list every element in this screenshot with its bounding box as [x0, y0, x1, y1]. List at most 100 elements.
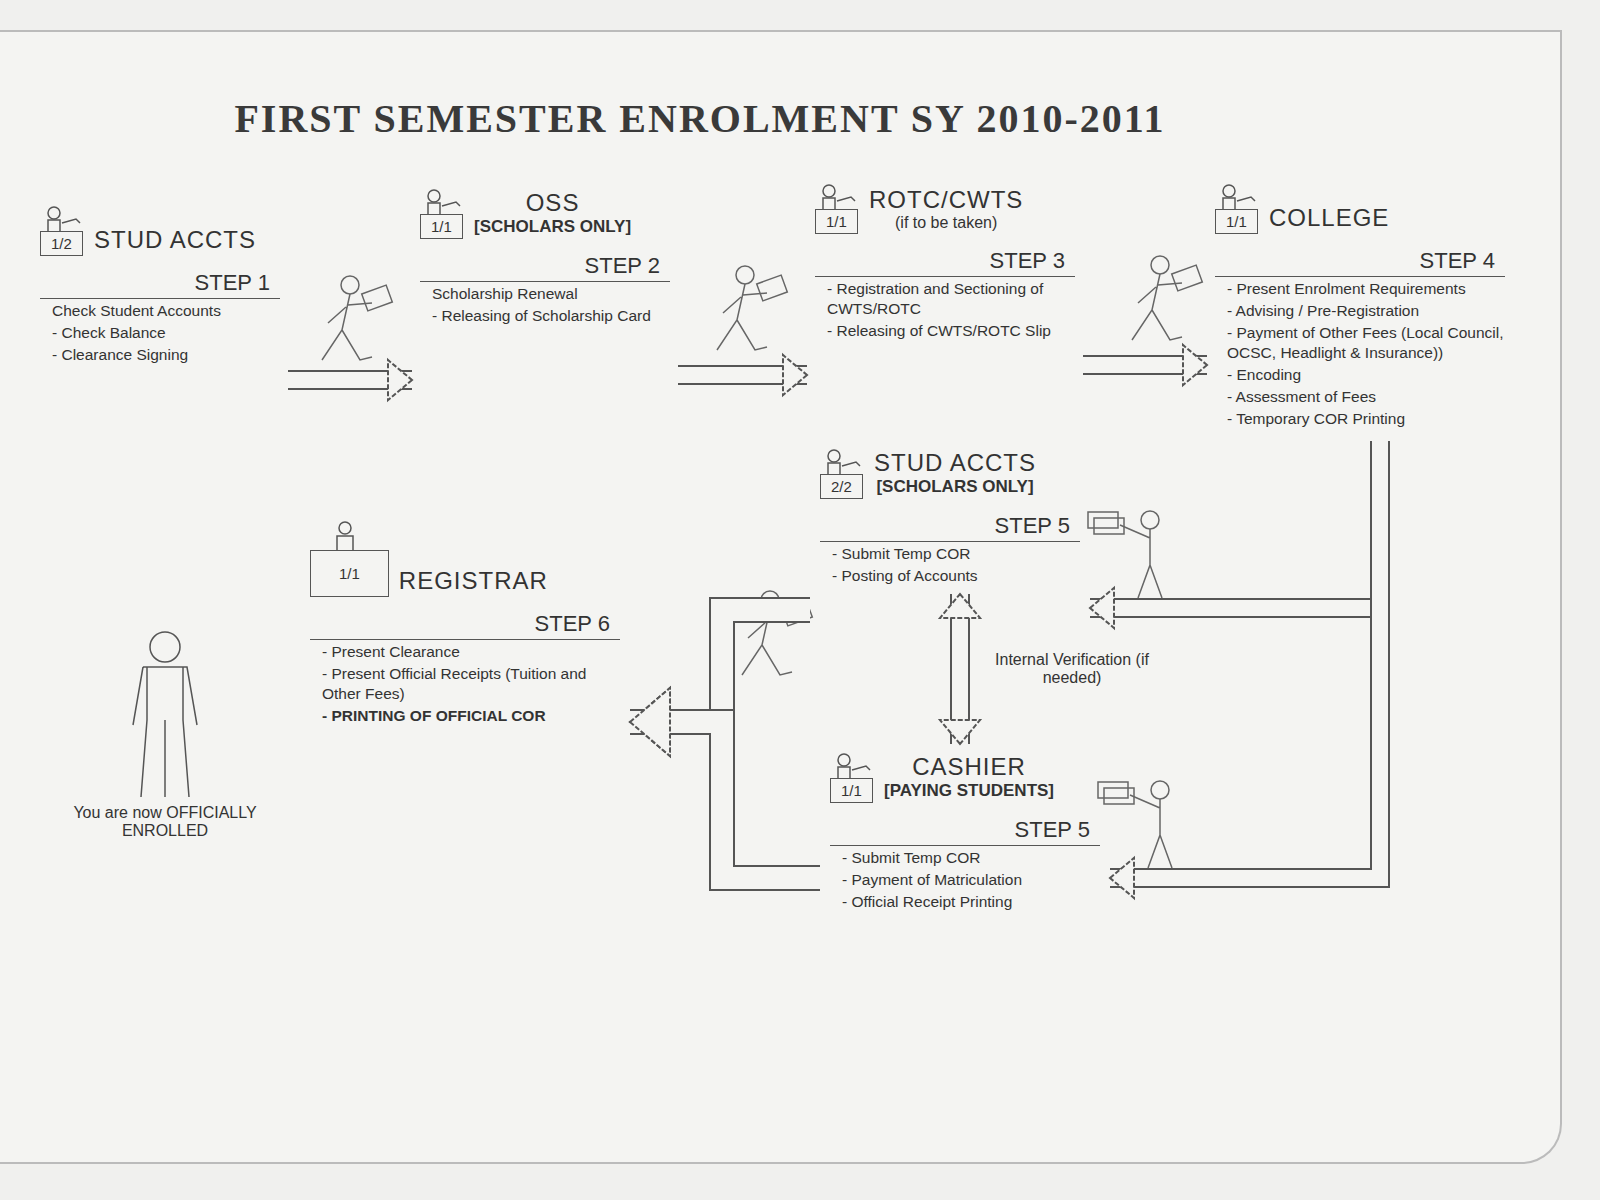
drawing-stroke: [1172, 265, 1203, 291]
desk-icon: 1/1: [815, 183, 859, 234]
drawing-stroke: [1151, 256, 1169, 274]
station-header: 1/1ROTC/CWTS(if to be taken): [815, 183, 1075, 234]
station-heading: REGISTRAR: [399, 567, 548, 597]
station-node: You are now OFFICIALLY ENROLLED: [50, 625, 280, 840]
flow-arrow: [940, 594, 980, 744]
step-task: - Submit Temp COR: [830, 846, 1100, 868]
step-number: STEP 1: [40, 256, 280, 299]
edge-label: Internal Verification (if needed): [982, 651, 1162, 687]
window-count: 1/1: [1215, 209, 1258, 234]
drawing-stroke: [48, 207, 60, 219]
station-node: 1/1 REGISTRARSTEP 6- Present Clearance- P…: [310, 520, 620, 726]
desk-icon: 1/1: [830, 752, 874, 803]
arrow-head: [1183, 345, 1207, 385]
desk-icon: 1/1: [310, 520, 389, 597]
step-task: - Present Enrolment Requirements: [1215, 277, 1505, 299]
drawing-stroke: [428, 190, 440, 202]
arrow-head: [388, 360, 412, 400]
step-task: - Present Clearance: [310, 640, 620, 662]
station-header: 1/1CASHIER[PAYING STUDENTS]: [830, 752, 1100, 803]
step-task: Scholarship Renewal: [420, 282, 670, 304]
flow-arrow: [1083, 345, 1207, 385]
station-header: 1/1OSS[SCHOLARS ONLY]: [420, 188, 670, 239]
drawing-stroke: [1132, 274, 1182, 340]
arrow-shaft-fill: [1090, 441, 1380, 608]
flow-arrow: [630, 688, 820, 878]
window-count: 2/2: [820, 474, 863, 499]
drawing-stroke: [823, 197, 855, 209]
drawing-stroke: [150, 632, 180, 662]
office-note: [SCHOLARS ONLY]: [474, 217, 631, 237]
step-task: - Payment of Matriculation: [830, 868, 1100, 890]
station-node: 1/1COLLEGESTEP 4- Present Enrolment Requ…: [1215, 183, 1505, 429]
arrow-head: [630, 688, 670, 756]
station-node: 1/2STUD ACCTSSTEP 1Check Student Account…: [40, 205, 280, 365]
station-node: 1/1ROTC/CWTS(if to be taken)STEP 3- Regi…: [815, 183, 1075, 341]
station-header: 1/2 STUD ACCTS: [40, 205, 280, 256]
diagram-title: FIRST SEMESTER ENROLMENT SY 2010-2011: [0, 95, 1400, 142]
flow-arrow: [1090, 441, 1380, 628]
office-name: STUD ACCTS: [94, 226, 256, 254]
drawing-stroke: [838, 766, 870, 778]
drawing-stroke: [828, 462, 860, 474]
window-count: 1/2: [40, 231, 83, 256]
arrow-head: [1110, 858, 1134, 898]
step-task: - Releasing of Scholarship Card: [420, 304, 670, 326]
drawing-stroke: [838, 754, 850, 766]
station-header: 1/1COLLEGE: [1215, 183, 1505, 234]
station-header: 1/1 REGISTRAR: [310, 520, 620, 597]
desk-person-icon: [40, 205, 84, 231]
office-name: REGISTRAR: [399, 567, 548, 595]
drawing-stroke: [1223, 185, 1235, 197]
office-note: [PAYING STUDENTS]: [884, 781, 1054, 801]
station-node: 1/1OSS[SCHOLARS ONLY]STEP 2Scholarship R…: [420, 188, 670, 326]
arrow-shaft-outline: [1090, 441, 1380, 608]
drawing-stroke: [1130, 795, 1172, 868]
drawing-stroke: [823, 185, 835, 197]
office-name: STUD ACCTS: [874, 449, 1036, 477]
step-task: - Registration and Sectioning of CWTS/RO…: [815, 277, 1075, 319]
station-node: 1/1CASHIER[PAYING STUDENTS]STEP 5- Submi…: [830, 752, 1100, 912]
standing-person: [50, 625, 280, 800]
desk-icon: 1/1: [1215, 183, 1259, 234]
office-name: ROTC/CWTS: [869, 186, 1023, 214]
drawing-stroke: [133, 667, 197, 797]
station-heading: ROTC/CWTS(if to be taken): [869, 186, 1023, 234]
office-note: [SCHOLARS ONLY]: [876, 477, 1033, 497]
drawing-stroke: [1104, 788, 1134, 804]
desk-person-icon: [830, 752, 874, 778]
drawing-stroke: [1223, 197, 1255, 209]
drawing-stroke: [339, 522, 351, 534]
desk-person-icon: [820, 448, 864, 474]
step-task: - Clearance Signing: [40, 343, 280, 365]
drawing-stroke: [828, 450, 840, 462]
drawing-stroke: [757, 275, 788, 301]
arrow-head: [1090, 588, 1114, 628]
step-number: STEP 3: [815, 234, 1075, 277]
step-task: - Present Official Receipts (Tuition and…: [310, 662, 620, 704]
step-task: - Advising / Pre-Registration: [1215, 299, 1505, 321]
drawing-stroke: [362, 285, 393, 311]
window-count: 1/1: [830, 778, 873, 803]
step-task: - Submit Temp COR: [820, 542, 1080, 564]
step-number: STEP 4: [1215, 234, 1505, 277]
walking-figure: [1132, 256, 1202, 340]
desk-icon: 1/1: [420, 188, 464, 239]
flow-arrow: [678, 355, 807, 395]
arrow-head: [940, 720, 980, 744]
drawing-stroke: [337, 536, 353, 550]
step-task: - Official Receipt Printing: [830, 890, 1100, 912]
step-number: STEP 5: [820, 499, 1080, 542]
desk-icon: 1/2: [40, 205, 84, 256]
office-note: (if to be taken): [895, 214, 997, 232]
station-node: 2/2 STUD ACCTS[SCHOLARS ONLY]STEP 5- Subm…: [820, 448, 1080, 586]
drawing-stroke: [428, 202, 460, 214]
arrow-head: [630, 688, 670, 756]
drawing-stroke: [341, 276, 359, 294]
step-number: STEP 6: [310, 597, 620, 640]
step-task: - Posting of Accounts: [820, 564, 1080, 586]
drawing-stroke: [1094, 518, 1124, 534]
window-count: 1/1: [310, 550, 389, 597]
station-heading: STUD ACCTS: [94, 226, 256, 256]
desk-person-icon: [420, 188, 464, 214]
